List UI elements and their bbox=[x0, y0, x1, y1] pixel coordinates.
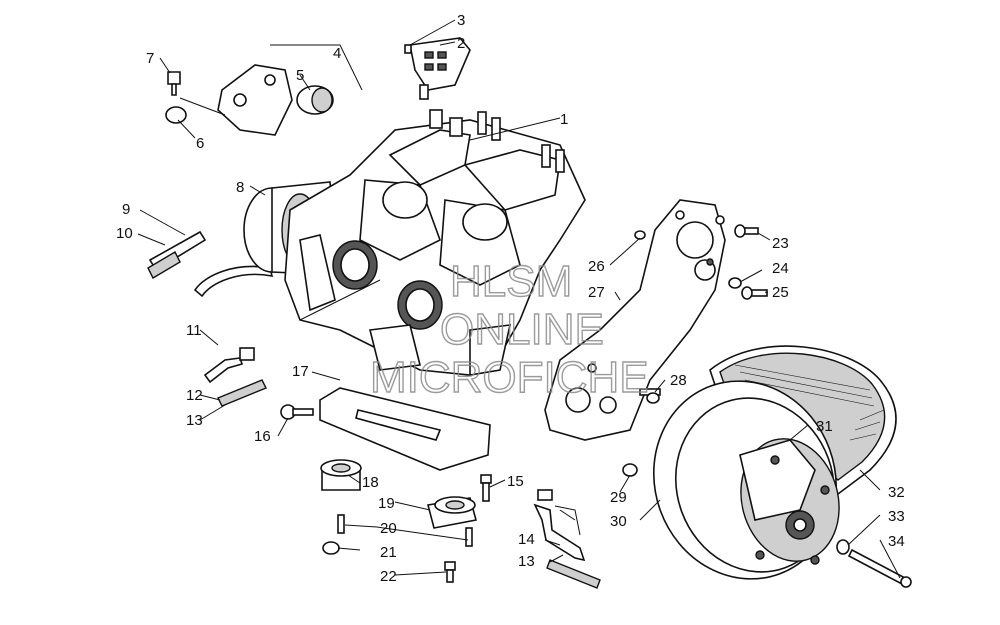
hose-clamps bbox=[147, 230, 207, 279]
bolt-20-b bbox=[465, 527, 473, 547]
callout-11-left: 11 bbox=[186, 322, 202, 339]
callout-31: 31 bbox=[816, 418, 833, 435]
thermostat-cover bbox=[217, 64, 334, 136]
bolt-22 bbox=[444, 561, 456, 583]
callout-10: 10 bbox=[116, 225, 133, 242]
engine-mount-bracket bbox=[319, 387, 491, 471]
callout-24: 24 bbox=[772, 260, 789, 277]
callout-17: 17 bbox=[292, 363, 309, 380]
washer-26 bbox=[634, 230, 646, 240]
bolt-34 bbox=[847, 548, 912, 588]
spring-13-right bbox=[546, 559, 601, 589]
callout-29: 29 bbox=[610, 489, 627, 506]
bolt-23 bbox=[734, 224, 759, 238]
watermark-line1: HLSM bbox=[450, 257, 572, 306]
leader-lines bbox=[137, 19, 901, 579]
callout-19: 19 bbox=[378, 495, 395, 512]
hose-12 bbox=[203, 347, 255, 384]
callout-2: 2 bbox=[457, 35, 465, 52]
callout-18: 18 bbox=[362, 474, 379, 491]
callout-13-left: 13 bbox=[186, 412, 203, 429]
callout-34: 34 bbox=[888, 533, 905, 550]
callout-5: 5 bbox=[296, 67, 304, 84]
callout-22: 22 bbox=[380, 568, 397, 585]
callout-3: 3 bbox=[457, 12, 465, 29]
callout-8: 8 bbox=[236, 179, 244, 196]
callout-33: 33 bbox=[888, 508, 905, 525]
exhaust-manifold bbox=[409, 37, 471, 100]
watermark-line2: ONLINE bbox=[440, 305, 604, 354]
callout-28: 28 bbox=[670, 372, 687, 389]
callout-1: 1 bbox=[560, 111, 568, 128]
callout-4: 4 bbox=[333, 45, 341, 62]
callout-20: 20 bbox=[380, 520, 397, 537]
callout-27: 27 bbox=[588, 284, 605, 301]
callout-numbers: 1 2 3 4 5 6 7 8 9 10 11 12 13 13 14 15 1… bbox=[116, 12, 905, 585]
drive-clutch bbox=[652, 380, 840, 580]
callout-13-right: 13 bbox=[518, 553, 535, 570]
callout-21: 21 bbox=[380, 544, 397, 561]
rubber-mount-18 bbox=[320, 459, 362, 491]
callout-15: 15 bbox=[507, 473, 524, 490]
bolt-20-a bbox=[337, 514, 345, 534]
watermark: HLSM ONLINE MICROFICHE bbox=[369, 256, 649, 402]
callout-6: 6 bbox=[196, 135, 204, 152]
engine-block bbox=[284, 109, 586, 376]
callout-14: 14 bbox=[518, 531, 535, 548]
callout-9: 9 bbox=[122, 201, 130, 218]
fuel-line bbox=[193, 265, 274, 298]
bolt-7 bbox=[167, 71, 181, 96]
callout-7: 7 bbox=[146, 50, 154, 67]
bolt-28 bbox=[639, 388, 661, 404]
watermark-line3: MICROFICHE bbox=[370, 353, 649, 402]
callout-32: 32 bbox=[888, 484, 905, 501]
callout-16: 16 bbox=[254, 428, 271, 445]
callout-25: 25 bbox=[772, 284, 789, 301]
rubber-mount-19 bbox=[427, 496, 477, 529]
bolt-25 bbox=[741, 286, 768, 300]
nut-21 bbox=[322, 541, 340, 555]
callout-30: 30 bbox=[610, 513, 627, 530]
spring-13-left bbox=[217, 379, 267, 407]
callout-26: 26 bbox=[588, 258, 605, 275]
callout-12: 12 bbox=[186, 387, 203, 404]
washer-6 bbox=[165, 106, 187, 124]
washer-33 bbox=[836, 539, 850, 555]
bolt-29 bbox=[622, 463, 638, 477]
callout-23: 23 bbox=[772, 235, 789, 252]
clip-3 bbox=[404, 44, 412, 54]
bolt-15 bbox=[480, 474, 492, 502]
engine-mount-plate bbox=[544, 199, 726, 441]
bolt-16 bbox=[280, 404, 314, 420]
washer-24 bbox=[728, 277, 742, 289]
hose-14 bbox=[533, 489, 586, 562]
